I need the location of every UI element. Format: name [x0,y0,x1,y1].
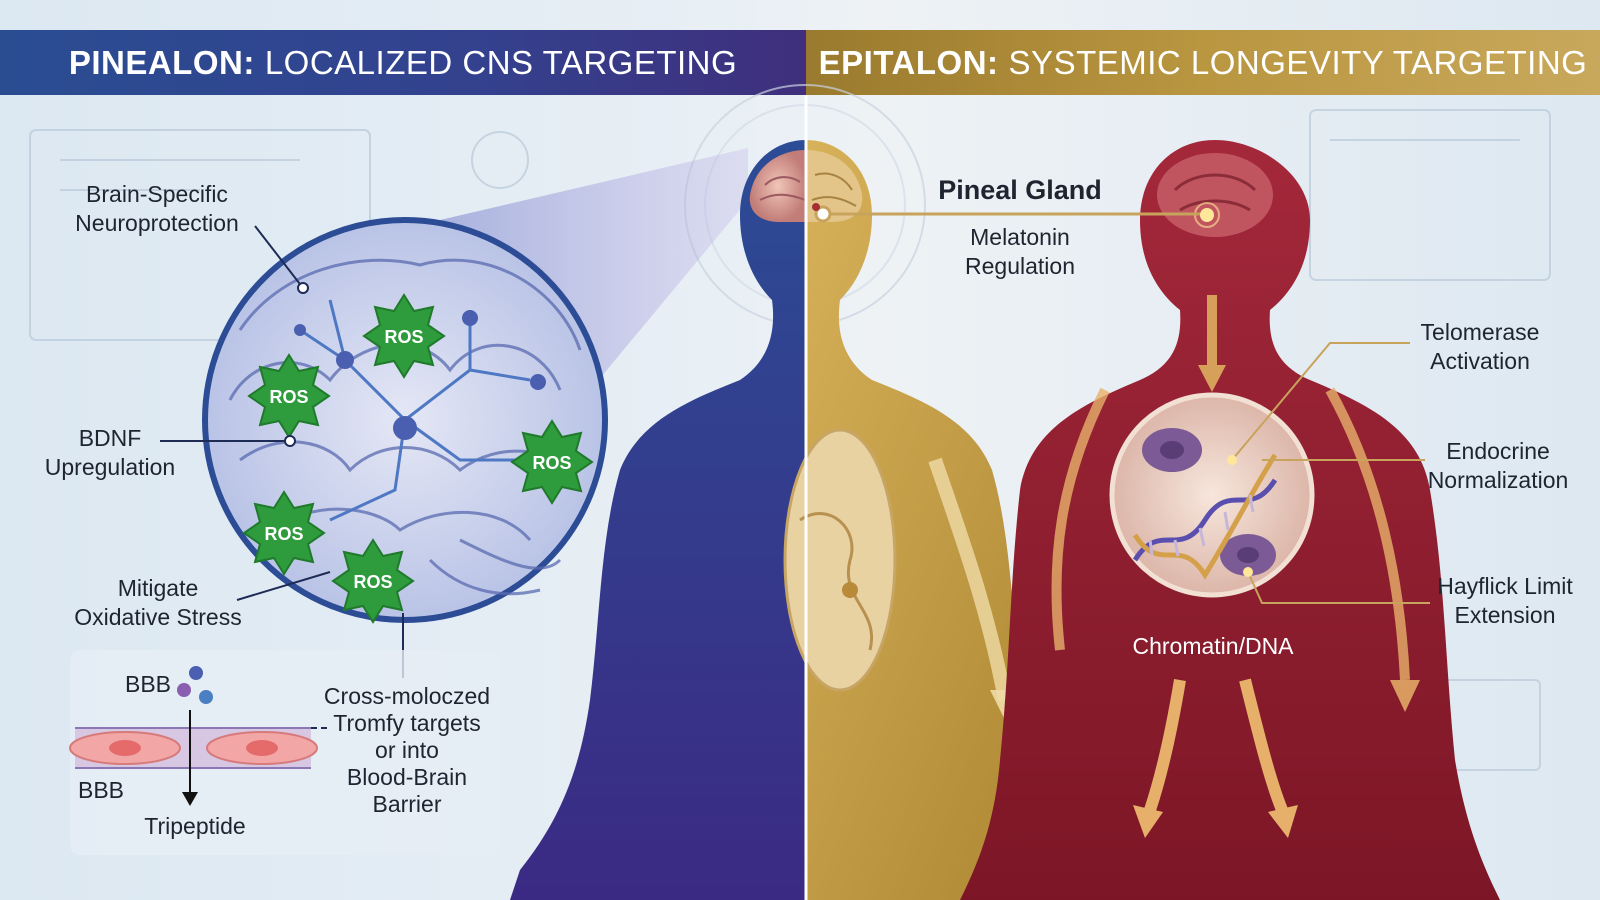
label-melatonin: Melatonin Regulation [965,224,1075,279]
arrow-down-icon [182,792,198,806]
header-right-strong: EPITALON: [818,43,999,81]
label-cross-molecular: Cross-moloczed Tromfy targets or into Bl… [323,683,491,817]
label-mitigate: Mitigate Oxidative Stress [74,575,242,630]
label-hayflick: Hayflick Limit Extension [1437,573,1573,628]
left-head-brain [749,150,806,222]
gold-cell-cutaway [783,428,897,692]
header-left: PINEALON: LOCALIZED CNS TARGETING [0,30,806,95]
label-endocrine: Endocrine Normalization [1427,438,1569,493]
label-telomerase: Telomerase Activation [1420,319,1540,374]
label-pineal-gland: Pineal Gland [938,175,1102,205]
label-tripeptide: Tripeptide [144,813,246,839]
header-left-strong: PINEALON: [68,43,255,81]
gold-head-brain [806,150,863,222]
label-bbb-top: BBB [125,671,172,697]
ros-star-5: ROS [331,538,415,624]
label-bdnf: BDNF Upregulation [44,425,176,480]
label-bbb-bottom: BBB [78,777,125,803]
ros-label-1: ROS [384,327,423,347]
ros-label-2: ROS [269,387,308,407]
ros-label-3: ROS [532,453,571,473]
ros-label-4: ROS [264,524,303,544]
ros-label-5: ROS [353,572,392,592]
header-right-rest: SYSTEMIC LONGEVITY TARGETING [1008,43,1588,81]
ros-star-2: ROS [247,353,331,439]
ros-star-4: ROS [242,490,326,576]
ros-star-1: ROS [362,293,446,379]
label-chromatin: Chromatin/DNA [1132,633,1294,659]
label-brain-specific: Brain-Specific Neuroprotection [75,181,239,236]
ros-star-3: ROS [510,419,594,505]
pinealon-body-silhouette [510,140,806,900]
dna-helix-icon [1132,453,1278,580]
header-right: EPITALON: SYSTEMIC LONGEVITY TARGETING [806,30,1600,95]
red-head-brain [1157,153,1273,237]
header-left-rest: LOCALIZED CNS TARGETING [264,43,738,81]
